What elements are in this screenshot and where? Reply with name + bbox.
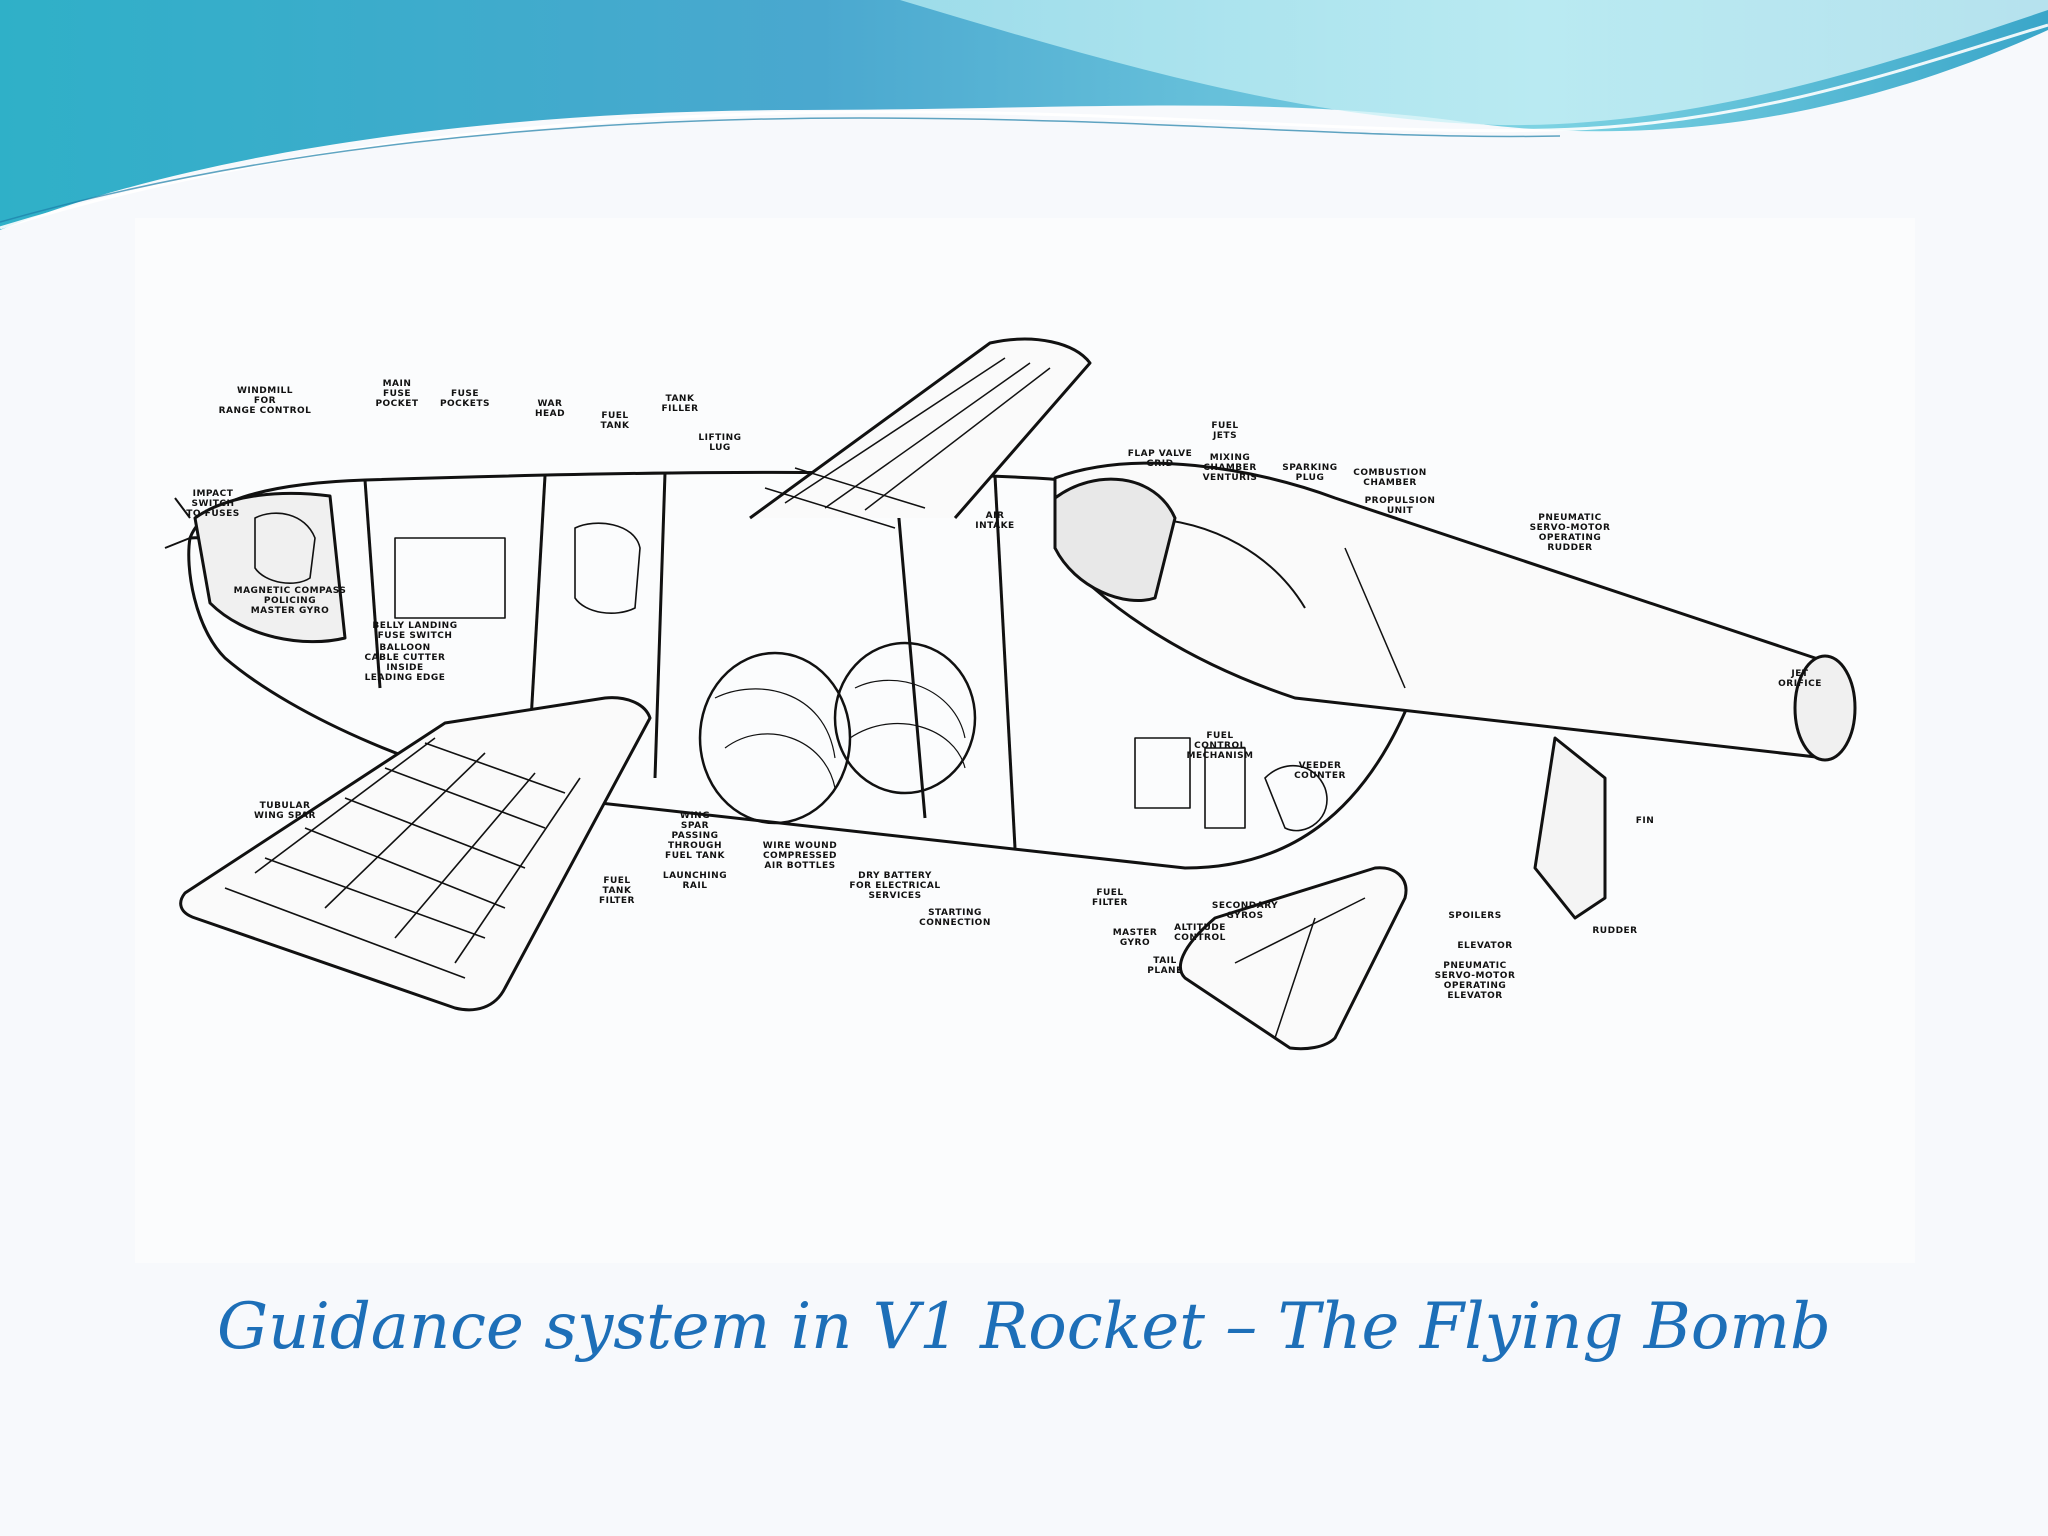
tail-plane [1179, 866, 1408, 1051]
label-rudder: RUDDER [1592, 926, 1637, 936]
label-elevator: ELEVATOR [1457, 941, 1512, 951]
windmill-propeller [164, 497, 191, 549]
pulse-jet-tube [1053, 461, 1836, 760]
jet-orifice [1793, 654, 1857, 762]
upper-wing [749, 337, 1092, 520]
air-intake [1053, 477, 1177, 603]
lower-wing [179, 696, 652, 1012]
tail-fin [1533, 736, 1607, 920]
nose-cone [193, 491, 347, 644]
slide-title: Guidance system in V1 Rocket – The Flyin… [217, 1290, 1831, 1364]
air-bottle-2 [833, 641, 977, 795]
label-spoilers: SPOILERS [1448, 911, 1501, 921]
header-wave-decoration [0, 0, 2048, 230]
label-fin: FIN [1636, 816, 1655, 826]
air-bottle-1 [698, 651, 852, 825]
